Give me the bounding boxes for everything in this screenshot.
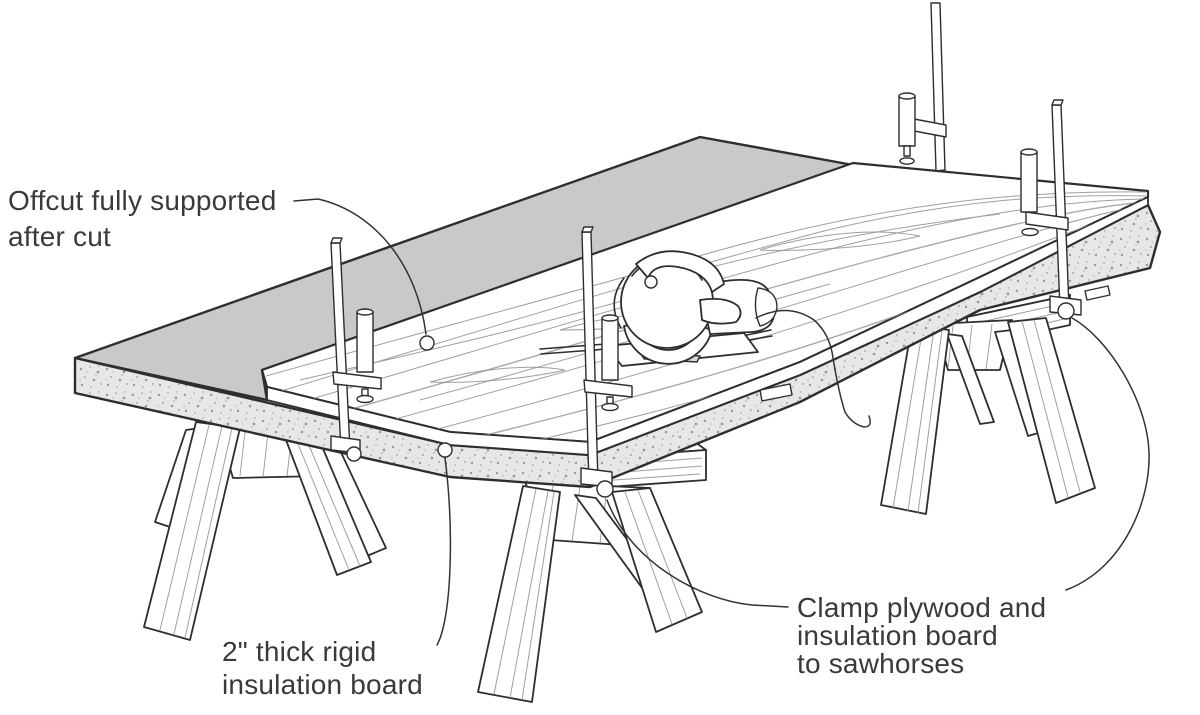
shim-block xyxy=(759,383,793,402)
sawhorse-rear-leg xyxy=(946,333,995,425)
shim-block xyxy=(1084,285,1111,301)
clamp-screw xyxy=(903,145,911,157)
label-insulation-line1: 2" thick rigid xyxy=(222,636,376,667)
sawhorse-front-right-leg xyxy=(611,487,703,633)
clamp-swivel xyxy=(1057,302,1075,320)
sawhorse-front-right-leg xyxy=(1007,317,1096,504)
saw-rear-grip xyxy=(699,297,742,325)
bar-clamp-front-left xyxy=(330,237,382,462)
leader-line xyxy=(436,457,452,646)
clamp-handle-top xyxy=(601,314,619,322)
wood-grain-lines xyxy=(493,488,555,701)
bar-clamp-front-middle xyxy=(580,226,633,498)
clamp-arm xyxy=(583,379,633,398)
labels: Offcut fully supported after cut 2" thic… xyxy=(8,185,1046,700)
leader-line xyxy=(606,499,789,608)
clamp-bar-cap xyxy=(1051,99,1064,106)
clamp-arm xyxy=(332,371,382,390)
leader-line xyxy=(1065,317,1150,591)
leader-line xyxy=(293,198,427,335)
sawhorse-left xyxy=(143,421,387,641)
label-clamps-line3: to sawhorses xyxy=(797,648,964,679)
leader-dot xyxy=(437,442,453,458)
label-clamps-line2: insulation board xyxy=(797,620,998,651)
label-offcut-line2: after cut xyxy=(8,221,111,252)
saw-handle xyxy=(635,250,725,293)
leader-offcut xyxy=(293,198,435,351)
clamp-handle-top xyxy=(898,92,916,100)
sawhorse-front-left-leg xyxy=(477,485,561,703)
clamp-handle-top xyxy=(356,308,374,316)
leader-insulation xyxy=(436,442,453,646)
clamp-handle xyxy=(898,93,916,147)
circular-saw xyxy=(605,250,871,428)
bar-clamp-back-right xyxy=(1020,99,1082,320)
clamp-pad xyxy=(356,394,374,404)
wood-grain-lines xyxy=(159,424,233,639)
wood-grain-lines xyxy=(1021,319,1081,498)
label-offcut-line1: Offcut fully supported xyxy=(8,185,276,216)
power-cord xyxy=(755,309,871,428)
sawhorse-middle xyxy=(477,441,707,703)
clamp-arm xyxy=(1025,211,1069,231)
saw-guard-knob xyxy=(644,275,658,289)
leader-dot xyxy=(419,335,435,351)
leader-clamp-right xyxy=(1065,317,1150,591)
clamp-bar xyxy=(930,2,946,172)
clamp-handle xyxy=(1020,149,1038,213)
clamp-bar-cap xyxy=(330,237,343,244)
clamp-handle-top xyxy=(1020,148,1038,156)
clamp-swivel xyxy=(596,480,614,498)
label-clamps-line1: Clamp plywood and xyxy=(797,592,1046,623)
bar-clamp-back-middle xyxy=(898,2,947,172)
label-insulation-line2: insulation board xyxy=(222,669,423,700)
clamp-swivel xyxy=(346,446,362,462)
clamp-handle xyxy=(601,315,619,381)
saw-kerf-ahead xyxy=(539,343,608,355)
clamp-pad xyxy=(601,402,619,412)
clamp-bar-cap xyxy=(581,226,594,233)
clamp-pad xyxy=(1021,227,1039,237)
clamp-handle xyxy=(356,309,374,373)
wood-grain-lines xyxy=(892,326,943,514)
saw-guard-front-lip xyxy=(613,277,625,329)
leader-clamp-left xyxy=(606,499,789,608)
clamp-pad xyxy=(899,157,915,165)
wood-grain-lines xyxy=(293,433,361,571)
